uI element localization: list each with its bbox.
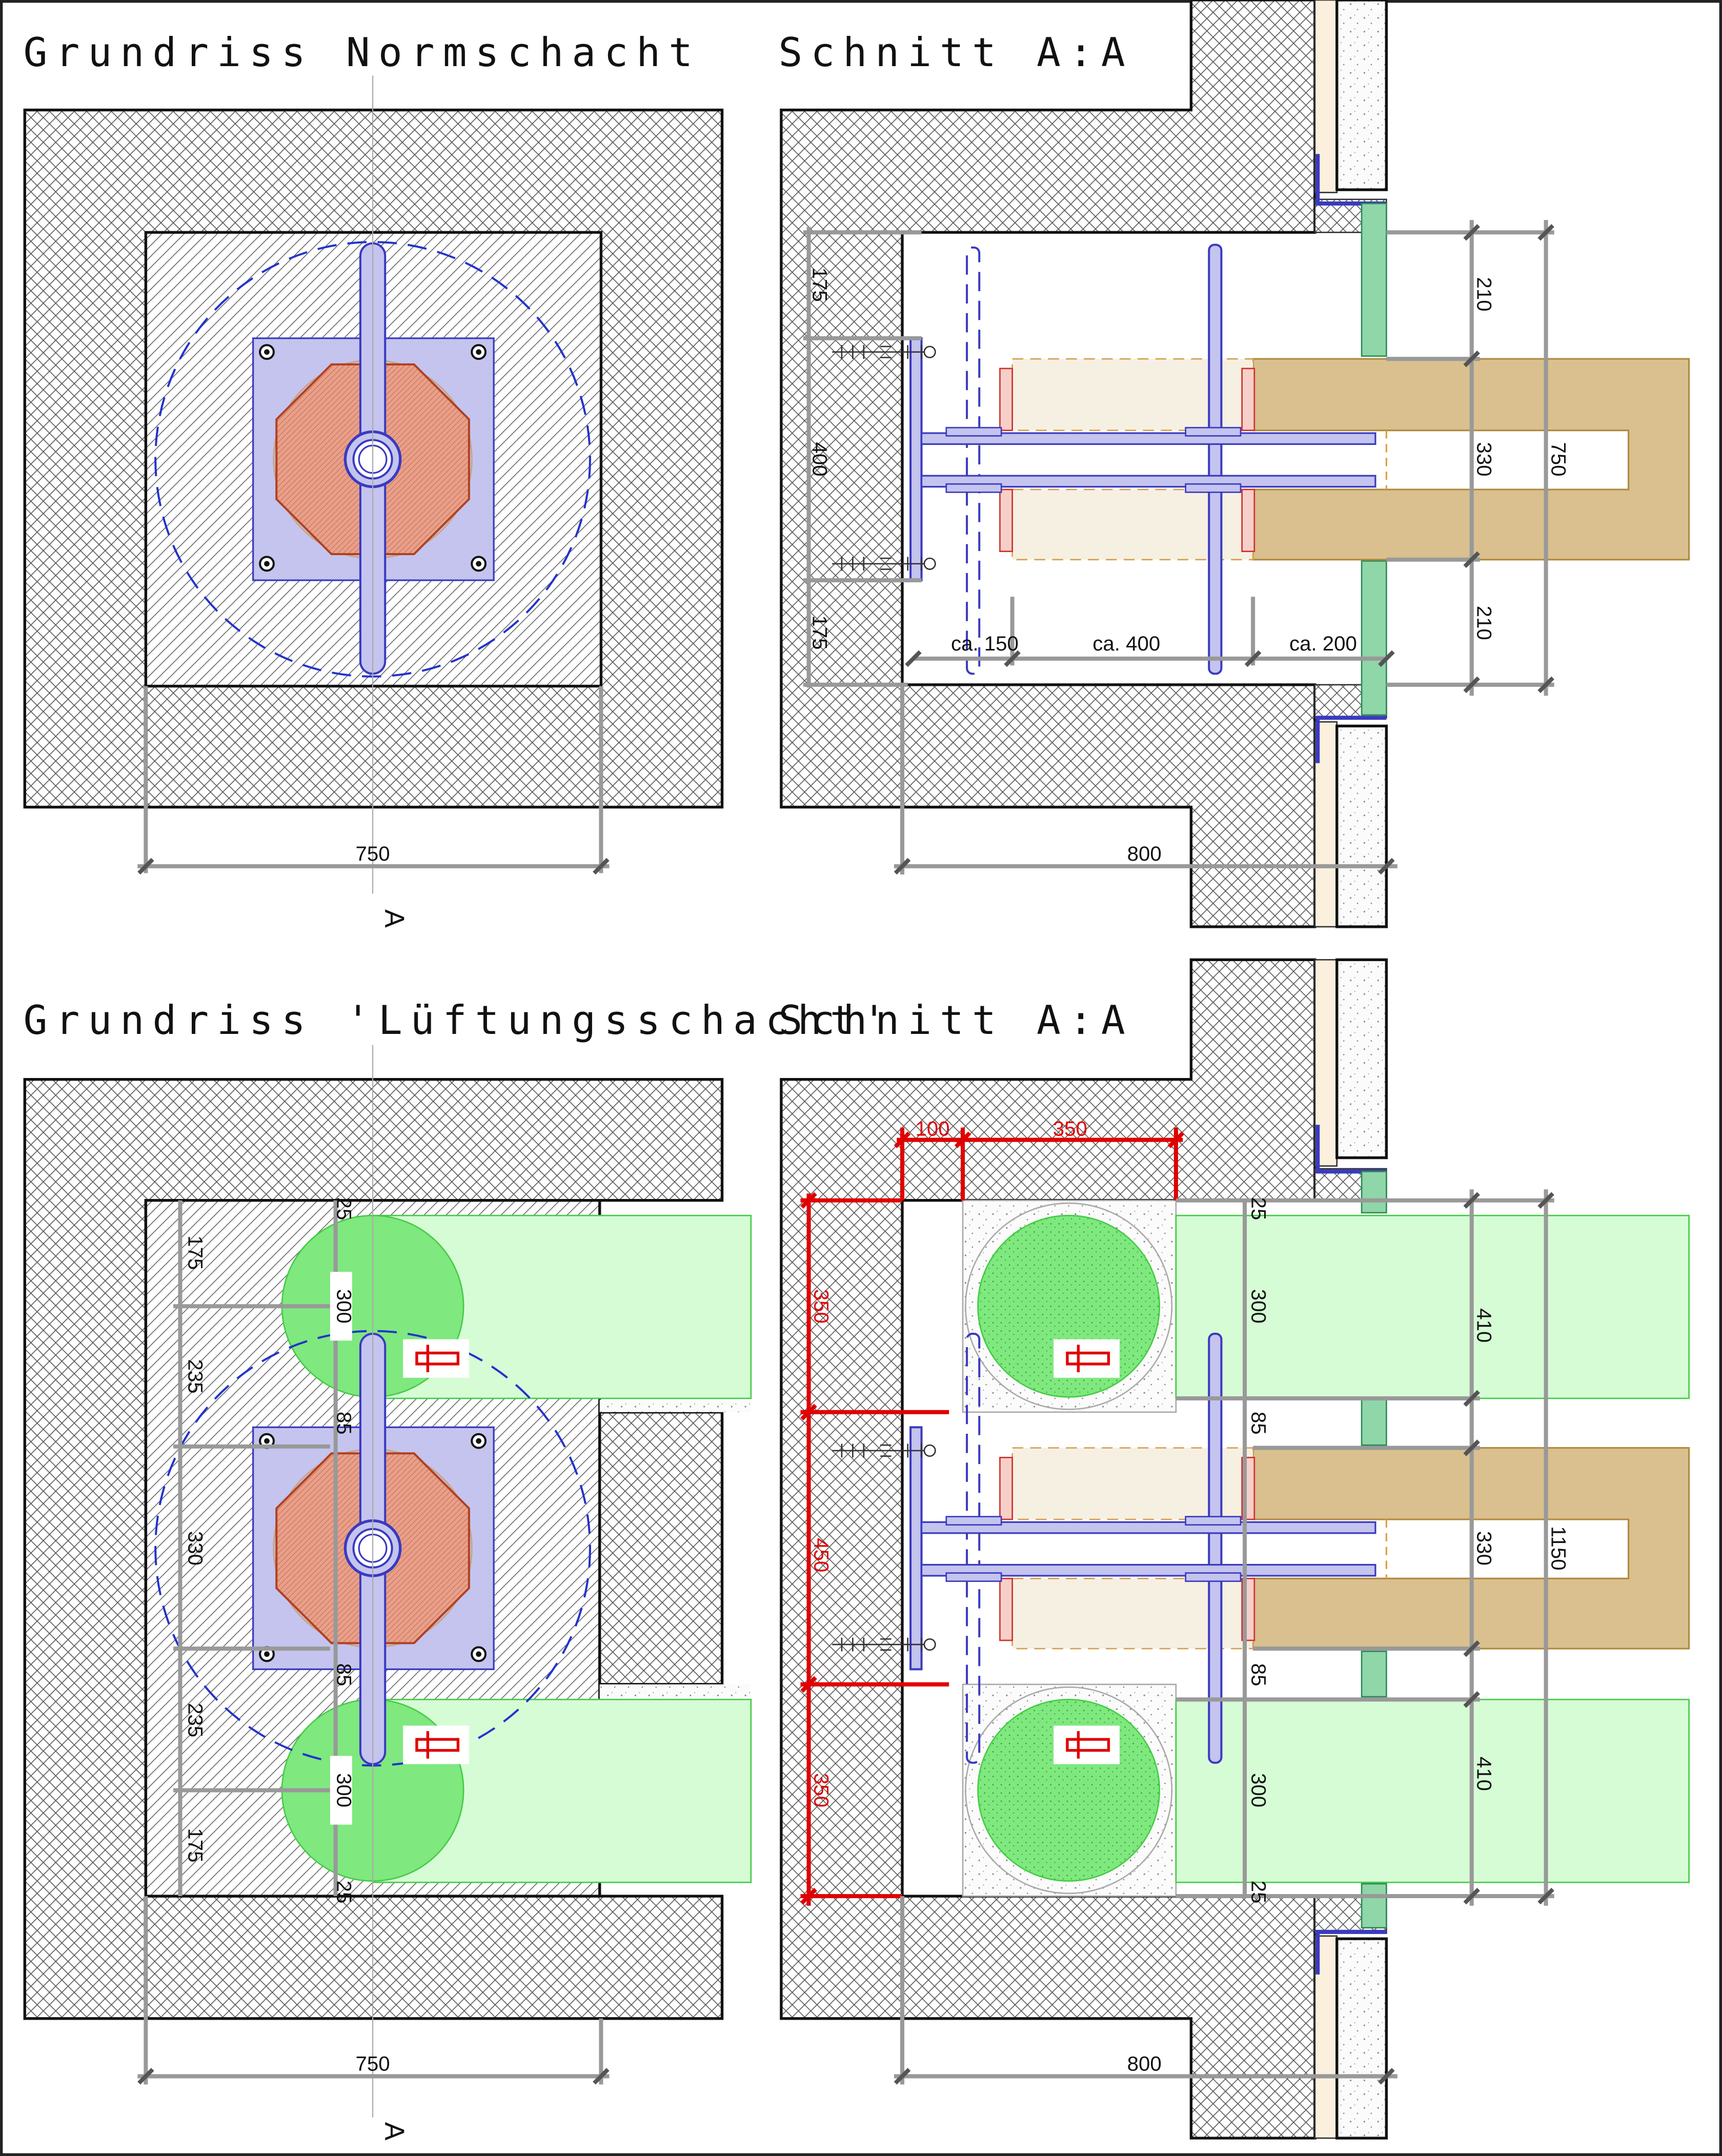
dim-ca400: ca. 400 [1092,632,1160,655]
dim-175a: 175 [808,268,832,302]
dimension-label: 175 [184,1828,207,1862]
dimension-label: 85 [332,1663,355,1686]
dim-red-100: 100 [915,1117,949,1141]
dim-210b: 210 [1472,606,1495,640]
dimension-label: 235 [184,1359,207,1394]
dimension-label: 350 [809,1289,833,1324]
dimension-label: 410 [1472,1757,1495,1791]
dimension-label: 235 [184,1703,207,1737]
dimension-label: 330 [184,1531,207,1565]
dimension-label: 25 [1247,1197,1270,1220]
dimension-label: 410 [1472,1308,1495,1343]
dimension-label: 350 [809,1773,833,1807]
dim-175b: 175 [808,615,832,649]
dimension-label: 25 [332,1881,355,1904]
dim-red-350: 350 [1053,1117,1087,1141]
dim-400: 400 [808,442,832,476]
plan-top-title: Grundriss Normschacht [24,30,701,76]
dimension-label: 25 [332,1197,355,1220]
dimension-label: 25 [1247,1881,1270,1904]
dimension-label: 450 [809,1538,833,1572]
plan-top-width-label: 750 [356,842,390,865]
plan-bottom-width-label: 750 [356,2052,390,2076]
plan-bottom-title: Grundriss 'Lüftungsschacht' [24,998,895,1044]
dimension-label: 1150 [1547,1526,1570,1570]
dim-330: 330 [1472,442,1495,476]
section-top-title: Schnitt A:A [779,30,1133,76]
dimension-label: 300 [1247,1773,1270,1807]
dim-210a: 210 [1472,277,1495,311]
cut-mark-bottom: A [379,2122,410,2141]
dimension-label: 175 [184,1235,207,1270]
cut-mark-top: A [379,909,410,928]
dimension-label: 85 [1247,1663,1270,1686]
section-bottom-width-label: 800 [1127,2052,1162,2076]
dim-750: 750 [1547,442,1570,476]
dimension-label: 85 [1247,1412,1270,1435]
dim-ca150: ca. 150 [951,632,1019,655]
section-bottom: 100 350 350 450 350 25 300 85 330 [780,958,1690,2140]
plan-lueftungsschacht: 175 235 330 235 175 25 300 85 85 300 25 … [23,1045,752,2141]
dimension-label: 300 [332,1289,355,1324]
dimension-label: 85 [332,1412,355,1435]
section-bottom-title: Schnitt A:A [779,998,1133,1044]
dimension-label: 300 [1247,1289,1270,1324]
dimension-label: 330 [1472,1531,1495,1565]
plan-normschacht: 750 A [23,75,724,928]
section-top-width-label: 800 [1127,842,1162,865]
dimension-label: 300 [332,1773,355,1807]
section-top: 175 400 175 210 330 210 750 ca. 150 ca. … [780,0,1690,928]
seal-strip [1361,202,1387,357]
dim-ca200: ca. 200 [1289,632,1357,655]
